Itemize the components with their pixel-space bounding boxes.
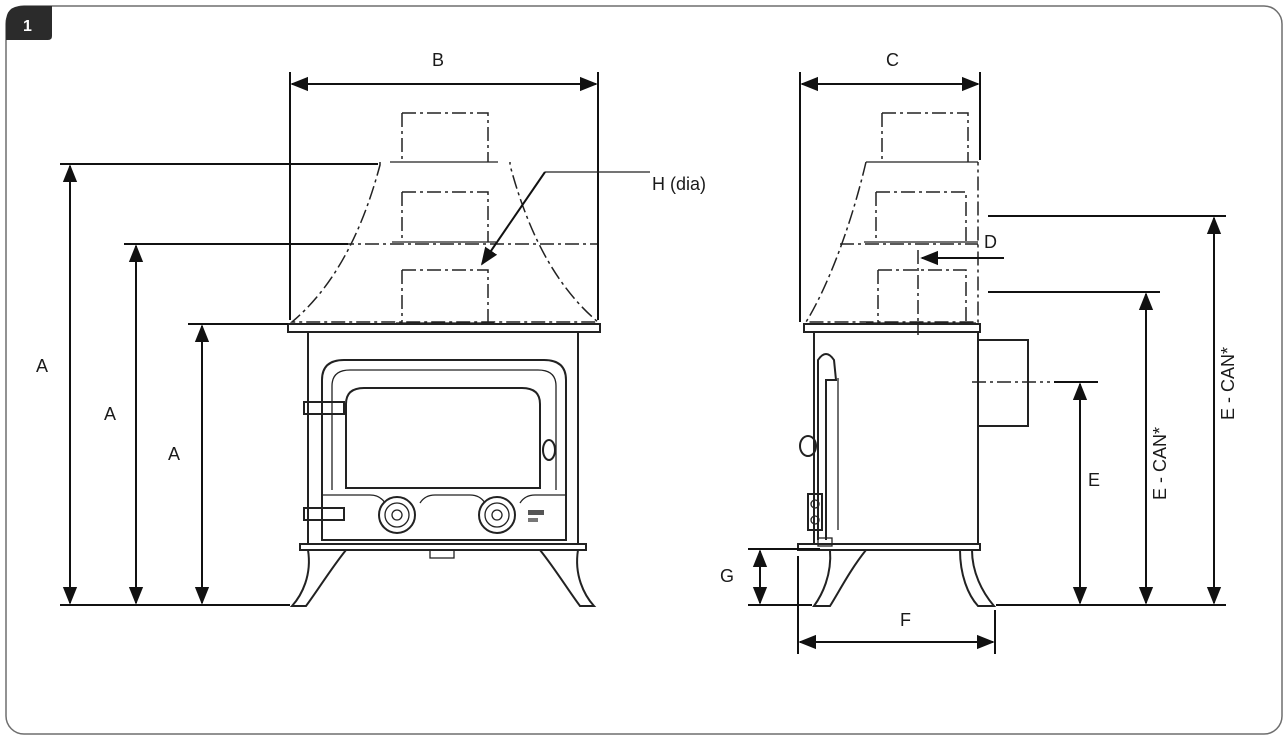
label-a-2: A [104, 404, 116, 424]
side-flue-collars [864, 112, 978, 335]
air-control-right [478, 496, 516, 534]
top-plate [287, 323, 601, 333]
base-plate [299, 543, 587, 551]
label-h-dia: H (dia) [652, 174, 706, 194]
lower-hinge [303, 507, 345, 521]
door-frame [321, 359, 567, 541]
front-view: B H (dia) A A A [36, 50, 706, 607]
rear-flue-outlet [978, 339, 1029, 427]
figure-number-badge: 1 [6, 6, 52, 40]
maker-logo [528, 510, 544, 522]
side-view: C D E E - CAN* E - CAN* G F [720, 50, 1238, 654]
label-e-can-1: E - CAN* [1150, 427, 1170, 500]
side-air-control [807, 493, 823, 531]
label-e-can-2: E - CAN* [1218, 347, 1238, 420]
front-left-leg [289, 549, 347, 607]
door-window [345, 387, 541, 489]
panel-border [5, 5, 1283, 735]
side-right-leg [959, 549, 997, 607]
label-a-3: A [168, 444, 180, 464]
label-g: G [720, 566, 734, 586]
label-c: C [886, 50, 899, 70]
side-canopy [804, 161, 979, 323]
label-b: B [432, 50, 444, 70]
figure-number: 1 [23, 18, 32, 35]
flue-collars [390, 112, 498, 324]
side-top-plate [803, 323, 981, 333]
upper-hinge [303, 401, 345, 415]
label-d: D [984, 232, 997, 252]
side-door-profile [817, 353, 838, 540]
air-control-left [378, 496, 416, 534]
label-f: F [900, 610, 911, 630]
label-e: E [1088, 470, 1100, 490]
label-a-1: A [36, 356, 48, 376]
front-right-leg [539, 549, 597, 607]
side-door-handle [799, 435, 817, 457]
side-left-leg [812, 549, 867, 607]
door-handle [542, 439, 556, 461]
canopy-hood [289, 162, 601, 323]
